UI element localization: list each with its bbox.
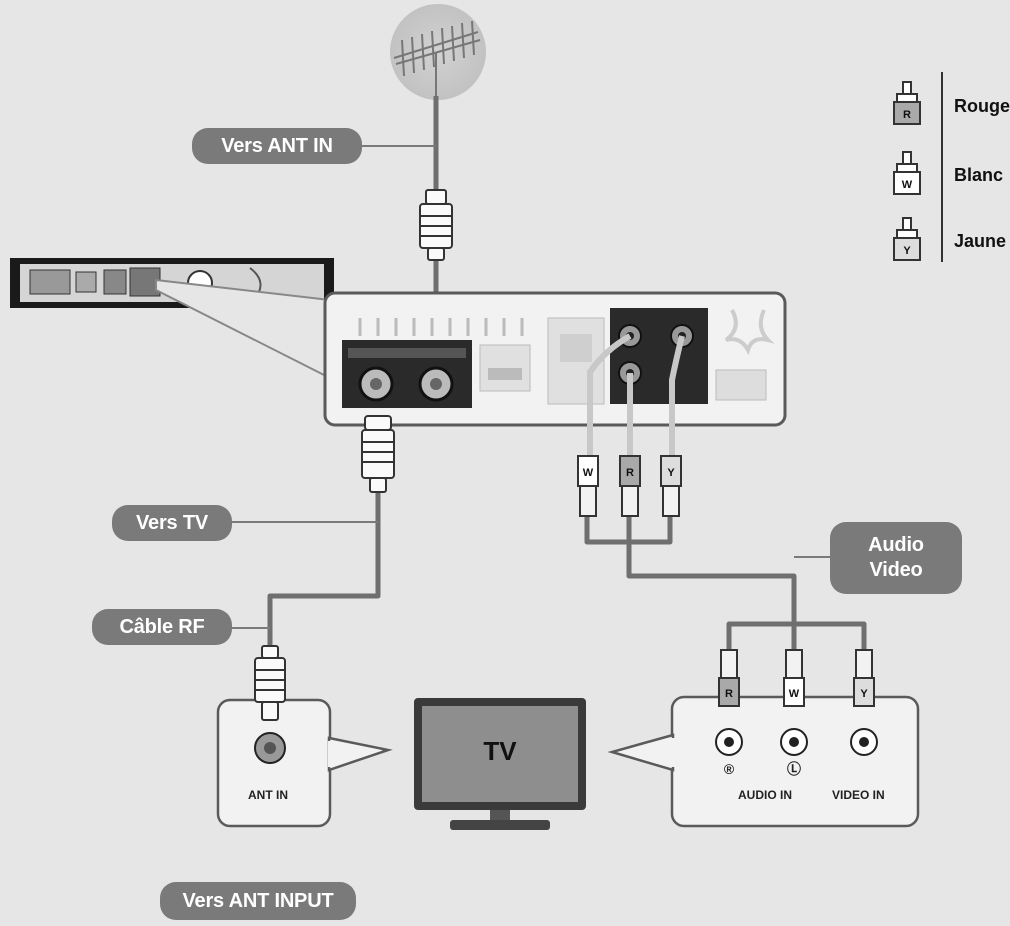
plug-code-yellow: Y xyxy=(667,467,675,479)
vers-ant-input-label: Vers ANT INPUT xyxy=(160,882,356,920)
audio-label: Audio xyxy=(868,534,924,556)
cable-rf-label: Câble RF xyxy=(92,609,232,645)
tv-screen-label: TV xyxy=(483,736,517,766)
legend-name-red: Rouge xyxy=(954,96,1010,116)
label-leader-lines xyxy=(232,145,830,629)
vers-tv-label: Vers TV xyxy=(112,505,232,541)
legend-code-yellow: Y xyxy=(903,245,911,257)
plug-code-red: R xyxy=(626,467,634,479)
rca-plugs-tv xyxy=(718,649,875,707)
cables xyxy=(267,96,867,652)
jack-r-mark: ® xyxy=(724,761,735,777)
antenna-plug xyxy=(419,189,453,261)
tv-plug-code-red: R xyxy=(725,688,733,700)
video-in-label: VIDEO IN xyxy=(832,788,885,802)
audio-in-label: AUDIO IN xyxy=(738,788,792,802)
rca-plugs-player xyxy=(577,455,682,517)
legend-icons xyxy=(893,72,943,262)
audio-video-label: Audio Video xyxy=(830,522,962,594)
video-label: Video xyxy=(869,559,923,581)
player-overview xyxy=(10,258,334,380)
antenna xyxy=(390,4,486,100)
plug-code-white: W xyxy=(583,467,594,479)
legend-name-white: Blanc xyxy=(954,165,1004,185)
vers-ant-in-label: Vers ANT IN xyxy=(192,128,362,164)
legend-code-red: R xyxy=(903,109,911,121)
legend-code-white: W xyxy=(902,179,913,191)
tv-plug-code-white: W xyxy=(789,688,800,700)
rf-plug-player xyxy=(361,415,395,493)
ant-in-label: ANT IN xyxy=(248,788,288,802)
av-in-panel xyxy=(607,695,920,828)
player-rear-panel xyxy=(323,291,787,456)
legend-name-yellow: Jaune xyxy=(954,231,1007,251)
ant-in-panel xyxy=(216,698,393,828)
rf-plug-tv xyxy=(254,645,286,721)
tv-plug-code-yellow: Y xyxy=(860,688,868,700)
jack-l-mark: Ⓛ xyxy=(787,761,801,777)
tv-set xyxy=(414,698,586,830)
